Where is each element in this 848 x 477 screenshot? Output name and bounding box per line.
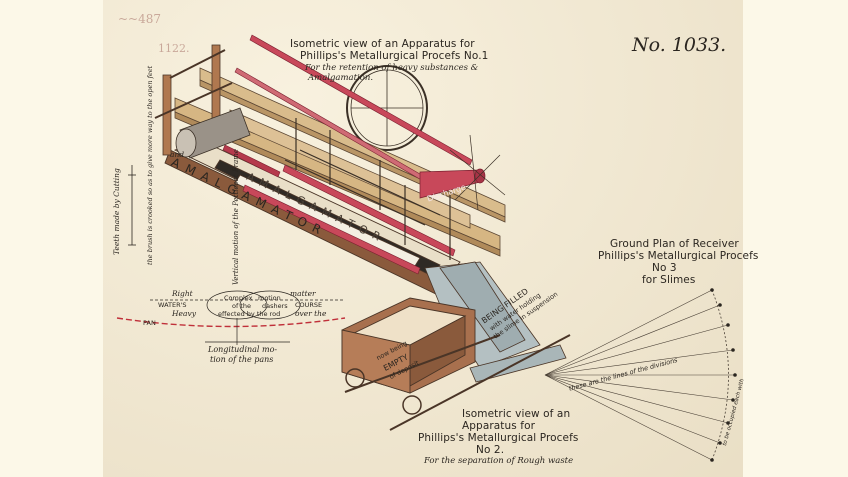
amalgamator-and: and: [170, 150, 185, 159]
receiver-fan-pins: [710, 288, 737, 462]
apparatus-2-title-line4: No 2.: [476, 444, 505, 456]
motion-right-top: matter: [290, 289, 316, 298]
motion-diagram: [116, 290, 346, 345]
apparatus-2-title-line3: Phillips's Metallurgical Procefs: [418, 432, 579, 444]
receiver-title-line1: Ground Plan of Receiver: [610, 238, 739, 250]
motion-right-bottom: over the: [295, 309, 327, 318]
receiver-title-line4: for Slimes: [642, 274, 696, 286]
motion-center-line2: motion: [258, 294, 281, 302]
apparatus-1-title-line2: Phillips's Metallurgical Procefs No.1: [300, 50, 489, 62]
red-rails: [222, 144, 456, 275]
motion-left-top: Right: [172, 289, 193, 298]
apparatus-1-subtitle-line1: For the retention of heavy substances &: [305, 63, 479, 73]
roller-brush: [175, 107, 251, 159]
amalgamator-frame: [164, 139, 461, 297]
drive-wheel: [346, 65, 428, 151]
motion-center-line4: dashers: [262, 302, 288, 310]
teeth-marker: [128, 165, 136, 246]
dasher-rods: [284, 118, 451, 260]
motion-pan-label: PAN: [143, 319, 156, 327]
apparatus-2-title-line2: Apparatus for: [462, 420, 536, 432]
motion-center-line3: of the: [232, 302, 251, 310]
motion-left-bottom: Heavy: [172, 309, 196, 318]
discharge-cylinder: [419, 134, 506, 211]
note-teeth: Teeth made by Cutting: [112, 168, 121, 255]
faint-mark-1: ~~487: [118, 12, 162, 26]
note-brush: the brush is crooked so as to give more …: [146, 65, 154, 265]
receiver-fan: [544, 289, 735, 461]
receiver-title-line3: No 3: [652, 262, 677, 274]
catalogue-number: No. 1033.: [632, 34, 727, 56]
motion-center-line5: effected by the rod: [218, 310, 281, 318]
motion-bottom-line1: Longitudinal mo-: [208, 345, 278, 354]
note-vertical-motion: Vertical motion of the Petticoat Frame: [232, 149, 240, 285]
motion-right-course: COURSE: [295, 301, 323, 309]
faint-mark-2: 1122.: [158, 42, 190, 55]
receiver-title-line2: Phillips's Metallurgical Procefs: [598, 250, 759, 262]
end-posts: [154, 44, 233, 156]
motion-center-line1: Complex: [224, 294, 253, 302]
apparatus-2-title-line1: Isometric view of an: [462, 408, 571, 420]
motion-left-water: WATER'S: [158, 301, 187, 309]
apparatus-2-subtitle: For the separation of Rough waste: [424, 456, 574, 466]
apparatus-1-title-line1: Isometric view of an Apparatus for: [290, 38, 475, 50]
apparatus-1-subtitle-line2: Amalgamation.: [308, 73, 374, 83]
motion-bottom-line2: tion of the pans: [210, 355, 274, 364]
settling-tank: [341, 297, 571, 431]
